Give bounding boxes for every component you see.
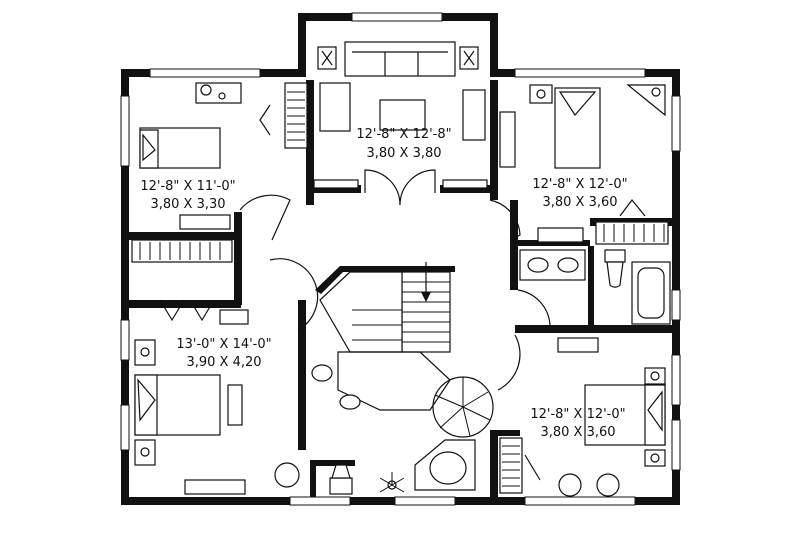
room-labels: 12'-8" X 12'-8" 3,80 X 3,80 12'-8" X 11'… bbox=[140, 127, 627, 440]
bedroom-bottom-right-furniture bbox=[558, 367, 666, 497]
room-label-center-top-metric: 3,80 X 3,80 bbox=[366, 146, 441, 161]
staircase bbox=[319, 262, 494, 438]
windows bbox=[120, 12, 681, 506]
room-label-bottom-left-imperial: 13'-0" X 14'-0" bbox=[176, 337, 271, 352]
room-label-top-right-imperial: 12'-8" X 12'-0" bbox=[532, 177, 627, 192]
room-label-bottom-right-metric: 3,80 X 3,60 bbox=[540, 425, 615, 440]
bedroom-top-left-furniture bbox=[139, 82, 242, 230]
bedroom-bottom-left-furniture bbox=[134, 309, 361, 495]
room-label-top-right-metric: 3,80 X 3,60 bbox=[542, 195, 617, 210]
room-label-top-left-imperial: 12'-8" X 11'-0" bbox=[140, 179, 235, 194]
room-label-bottom-right-imperial: 12'-8" X 12'-0" bbox=[530, 407, 625, 422]
bath-bottom-fixtures bbox=[329, 439, 476, 495]
bedroom-top-right-furniture bbox=[499, 84, 666, 243]
bathroom-fixtures bbox=[519, 249, 671, 353]
doors bbox=[239, 104, 551, 481]
room-label-center-top-imperial: 12'-8" X 12'-8" bbox=[356, 127, 451, 142]
room-label-top-left-metric: 3,80 X 3,30 bbox=[150, 197, 225, 212]
closets bbox=[131, 82, 669, 494]
room-label-bottom-left-metric: 3,90 X 4,20 bbox=[186, 355, 261, 370]
central-room-furniture bbox=[313, 41, 488, 189]
